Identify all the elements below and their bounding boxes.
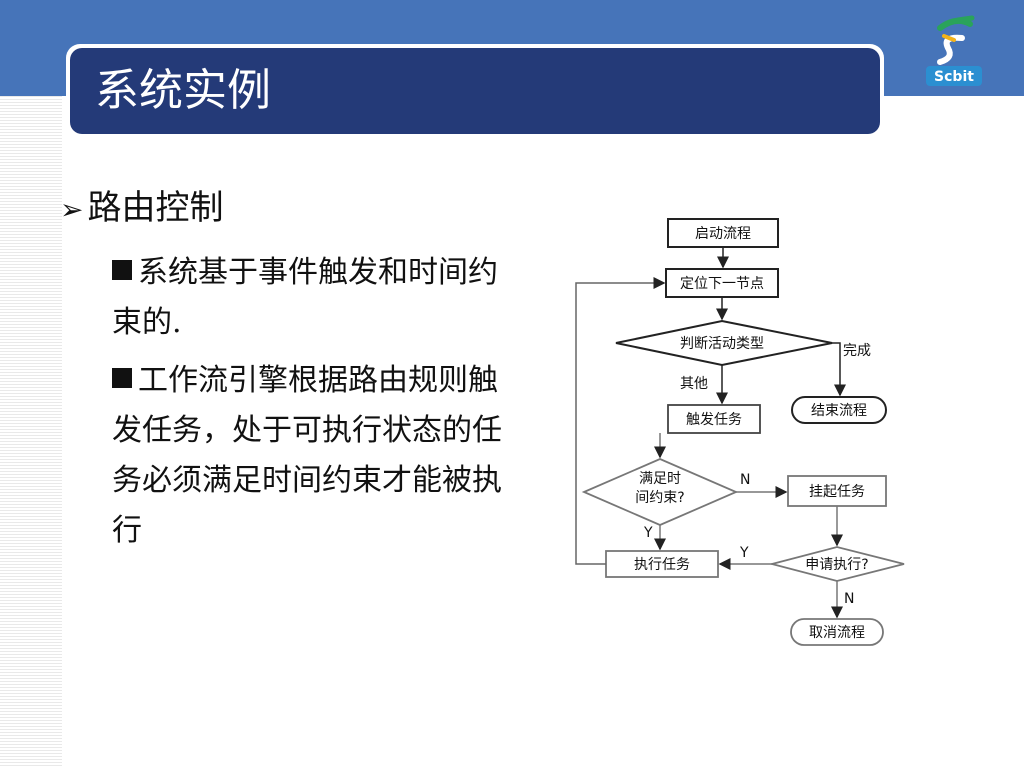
yes-label: Y [643, 525, 653, 541]
start-label: 启动流程 [695, 226, 751, 242]
time-label-line2: 间约束? [635, 490, 684, 506]
cancel-label: 取消流程 [809, 625, 865, 641]
bullet-item: 系统基于事件触发和时间约束的. [112, 248, 512, 348]
logo-text: Scbit [934, 69, 974, 85]
arrow-bullet-icon: ➢ [60, 193, 84, 226]
suspend-label: 挂起任务 [809, 484, 865, 500]
yes-label: Y [739, 545, 749, 561]
suspend-box [787, 475, 887, 507]
trigger-label: 触发任务 [686, 412, 742, 428]
square-bullet-icon [112, 260, 132, 280]
end-label: 结束流程 [811, 403, 867, 419]
apply-label: 申请执行? [805, 557, 868, 573]
time-label-line1: 满足时 [639, 471, 681, 487]
bullet-item: 工作流引擎根据路由规则触发任务，处于可执行状态的任务必须满足时间约束才能被执行 [112, 356, 512, 556]
execute-label: 执行任务 [634, 557, 690, 573]
no-label: N [844, 591, 854, 607]
locate-box [665, 268, 779, 298]
judge-label: 判断活动类型 [680, 336, 764, 352]
done-label: 完成 [843, 343, 871, 359]
left-stripe-decoration [0, 96, 62, 768]
cancel-terminal [790, 618, 884, 646]
execute-box [605, 550, 719, 578]
scbit-logo: Scbit [926, 15, 982, 86]
routing-flowchart: 启动流程 定位下一节点 判断活动类型 完成 结束流程 其他 触发任务 满足时 间… [575, 218, 905, 646]
heading-text: 路由控制 [87, 188, 224, 228]
no-label: N [740, 472, 750, 488]
end-terminal [791, 396, 887, 424]
bullet-item-text: 系统基于事件触发和时间约束的. [112, 255, 498, 340]
title-bar [70, 48, 880, 134]
bullet-heading: ➢路由控制 [60, 184, 223, 234]
apply-diamond [768, 546, 905, 582]
slide-title: 系统实例 [95, 65, 271, 116]
square-bullet-icon [112, 368, 132, 388]
other-label: 其他 [680, 376, 708, 392]
trigger-box [667, 404, 761, 434]
bullet-item-text: 工作流引擎根据路由规则触发任务，处于可执行状态的任务必须满足时间约束才能被执行 [112, 363, 502, 548]
locate-label: 定位下一节点 [680, 276, 764, 292]
loop-back-line [575, 277, 666, 565]
